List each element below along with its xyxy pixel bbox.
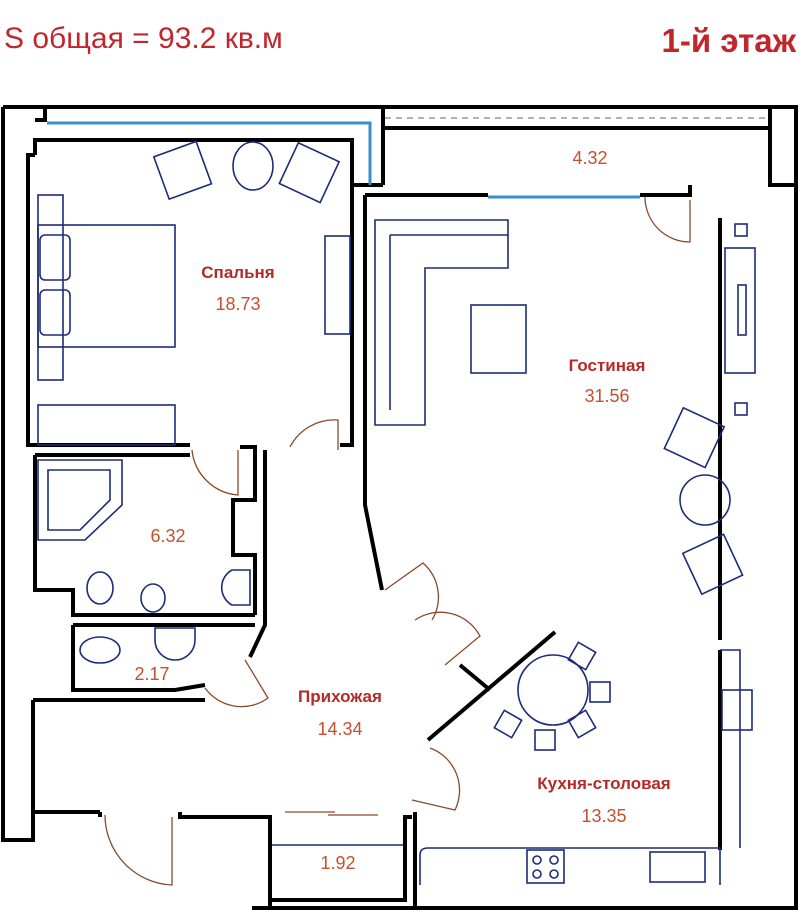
furniture [37,140,756,885]
doors [104,196,691,886]
bedroom-window [47,121,372,185]
storage-area: 1.92 [320,853,355,873]
chair [589,681,611,703]
living-name: Гостиная [569,356,646,375]
armchair [663,406,726,469]
sofa [374,219,509,426]
pillow [39,289,71,336]
sink [649,851,706,883]
chair [493,709,523,739]
balcony-door [644,196,691,243]
coffee-table [470,304,527,374]
storage-door [285,811,378,816]
bathroom-area: 6.32 [150,526,185,546]
bedroom-name: Спальня [201,263,274,282]
round-table [679,474,731,526]
tv-stand [324,235,351,335]
bedroom-area: 18.73 [215,294,260,314]
bathtub [37,459,123,541]
living-door [384,562,440,621]
dining-table [517,654,589,726]
chair [567,709,597,739]
wc-area: 2.17 [134,664,169,684]
kitchen-door [414,611,481,666]
entrance-door [104,814,173,886]
bathroom-door [191,449,239,496]
hallway-area: 14.34 [317,719,362,739]
chair [567,641,597,671]
armchair [681,533,744,596]
pillow [39,234,71,281]
balcony-area: 4.32 [572,148,607,168]
wardrobe [37,404,176,446]
washbasin [220,569,251,606]
room-labels: Спальня 18.73 4.32 Гостиная 31.56 6.32 2… [134,148,670,873]
hall-kitchen-door [411,747,461,811]
floor-title: 1-й этаж [661,22,797,59]
round-table [232,141,274,191]
bidet [140,583,166,613]
bed [37,224,176,348]
washbasin [154,627,196,661]
toilet [79,636,121,664]
toilet [86,571,114,605]
stove [526,849,565,884]
tv-unit [724,247,756,374]
armchair [152,140,213,201]
kitchen-area: 13.35 [581,806,626,826]
appliance [721,689,753,731]
windows [47,117,768,199]
hallway-name: Прихожая [298,687,382,706]
bedroom-door [289,419,339,450]
total-area-title: S общая = 93.2 кв.м [4,22,283,55]
living-area: 31.56 [584,386,629,406]
chair [534,729,556,751]
kitchen-counter [419,649,741,885]
wc-door [204,659,269,708]
kitchen-name: Кухня-столовая [537,774,670,793]
walls [1,105,798,910]
armchair [278,141,341,204]
